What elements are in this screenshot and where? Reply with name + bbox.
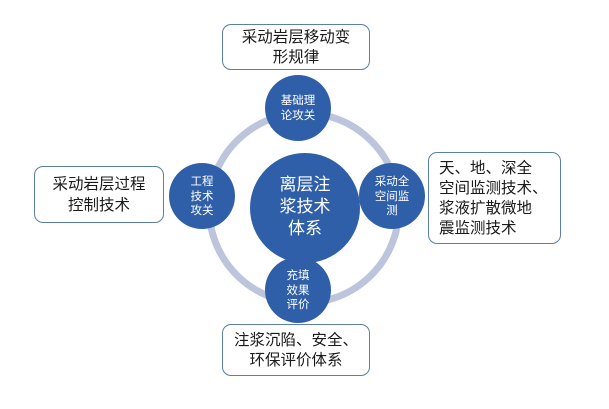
box-monitoring-tech-text: 天、地、深全 空间监测技术、 浆液扩散微地 震监测技术 <box>439 158 548 238</box>
node-evaluation: 充填 效果 评价 <box>265 257 331 323</box>
node-evaluation-label: 充填 效果 评价 <box>286 267 310 312</box>
box-rock-movement: 采动岩层移动变 形规律 <box>222 24 370 70</box>
box-evaluation-system: 注浆沉陷、安全、 环保评价体系 <box>222 324 370 376</box>
node-basic-theory: 基础理 论攻关 <box>265 75 331 141</box>
box-rock-movement-text: 采动岩层移动变 形规律 <box>241 27 351 66</box>
center-node: 离层注 浆技术 体系 <box>250 153 360 263</box>
node-basic-theory-label: 基础理 论攻关 <box>280 93 316 122</box>
center-node-label: 离层注 浆技术 体系 <box>279 175 331 239</box>
node-monitoring: 采动全 空间监 测 <box>359 163 425 229</box>
node-monitoring-label: 采动全 空间监 测 <box>374 173 410 218</box>
box-evaluation-system-text: 注浆沉陷、安全、 环保评价体系 <box>233 330 358 369</box>
box-process-control: 采动岩层过程 控制技术 <box>34 166 164 223</box>
box-monitoring-tech: 天、地、深全 空间监测技术、 浆液扩散微地 震监测技术 <box>428 152 561 244</box>
node-engineering: 工程 技术 攻关 <box>169 163 235 229</box>
box-process-control-text: 采动岩层过程 控制技术 <box>52 175 146 214</box>
node-engineering-label: 工程 技术 攻关 <box>190 173 214 218</box>
